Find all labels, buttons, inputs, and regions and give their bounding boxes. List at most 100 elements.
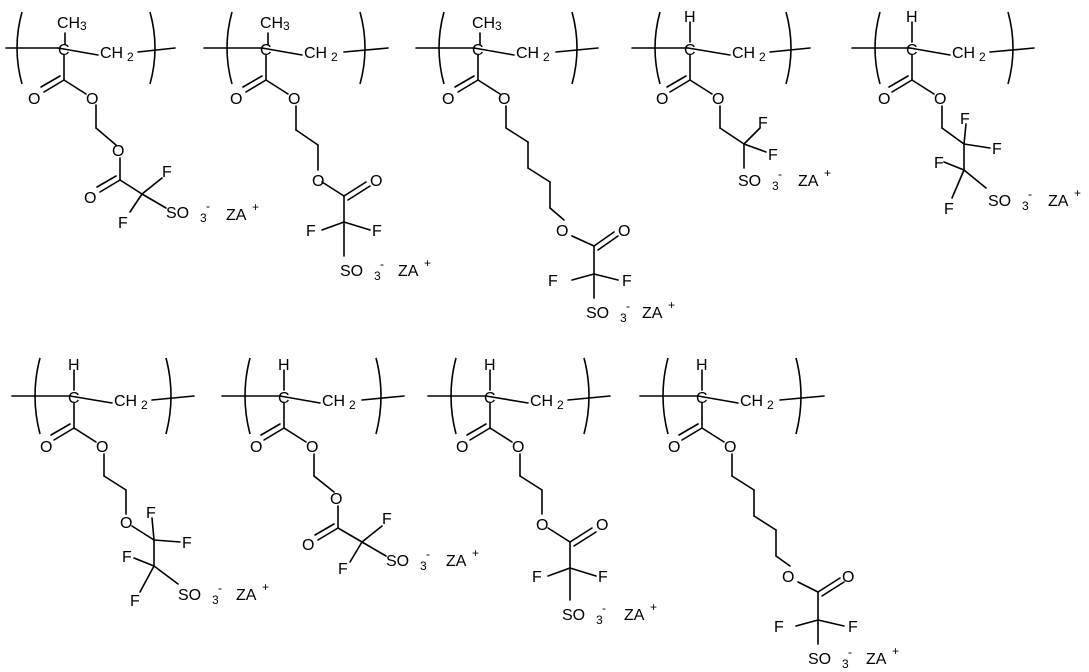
svg-text:+: + [892,644,899,658]
label-c-1: C [58,42,70,59]
svg-text:O: O [596,517,608,534]
svg-text:O: O [96,439,108,456]
svg-text:3: 3 [596,613,603,627]
svg-text:C: C [696,390,708,407]
svg-text:3: 3 [283,19,290,33]
svg-text:3: 3 [80,19,87,33]
svg-text:+: + [668,298,675,312]
svg-text:+: + [472,546,479,560]
structure-5: H C CH O O F F F F SO - ZA + [852,9,1081,218]
svg-text:O: O [288,91,300,108]
svg-text:O: O [40,439,52,456]
svg-text:F: F [934,155,944,172]
svg-text:3: 3 [200,211,207,225]
svg-text:ZA: ZA [866,651,887,668]
label-o-1d: O [84,190,96,207]
label-o-1b: O [86,91,98,108]
svg-text:C: C [684,42,696,59]
svg-text:F: F [960,111,970,128]
svg-text:O: O [498,91,510,108]
svg-text:O: O [556,223,568,240]
svg-text:O: O [878,91,890,108]
svg-text:SO: SO [562,607,585,624]
bond-1-f2 [130,194,142,212]
structure-8: H C CH O O O O F F SO - ZA + [428,357,657,624]
svg-text:SO: SO [586,305,609,322]
svg-text:+: + [424,256,431,270]
svg-text:ZA: ZA [642,305,663,322]
svg-text:SO: SO [386,553,409,570]
svg-text:O: O [250,439,262,456]
bond-1-co1 [44,80,64,92]
svg-text:CH: CH [530,393,553,410]
svg-text:2: 2 [141,398,148,412]
svg-text:O: O [370,173,382,190]
svg-text:CH: CH [114,393,137,410]
label-za-1: ZA [226,207,247,224]
svg-text:CH: CH [472,15,495,32]
svg-text:ZA: ZA [398,263,419,280]
bond-1-co2 [41,76,60,87]
bond-1-ccf [120,180,142,194]
svg-text:2: 2 [543,50,550,64]
svg-text:ZA: ZA [446,553,467,570]
paren-right-2 [360,12,365,84]
svg-text:ZA: ZA [236,587,257,604]
label-o-1a: O [28,91,40,108]
svg-text:F: F [848,619,858,636]
svg-text:O: O [724,439,736,456]
svg-text:CH: CH [260,15,283,32]
svg-text:O: O [782,569,794,586]
bond-1-s [142,194,166,208]
svg-text:O: O [656,91,668,108]
svg-text:H: H [484,357,496,374]
svg-text:2: 2 [349,398,356,412]
svg-text:2: 2 [127,50,134,64]
svg-text:CH: CH [732,45,755,62]
svg-text:SO: SO [988,193,1011,210]
svg-text:3: 3 [842,657,849,671]
bond-1-co4 [97,176,116,187]
svg-text:O: O [668,439,680,456]
bond-1-co3 [100,180,120,192]
bond-1c [138,48,175,52]
structure-2: CH C CH O O O O F F SO - ZA + [204,12,431,280]
svg-text:3: 3 [495,19,502,33]
svg-text:CH: CH [516,45,539,62]
structure-1: CH C CH O O O O F F SO - ZA + [6,12,259,232]
svg-text:F: F [382,511,392,528]
label-ch2-1: CH [100,45,123,62]
svg-text:C: C [906,42,918,59]
svg-text:F: F [758,115,768,132]
svg-text:O: O [536,517,548,534]
svg-text:ZA: ZA [798,173,819,190]
svg-text:+: + [650,600,657,614]
svg-text:O: O [120,515,132,532]
paren-right-1 [150,12,155,84]
svg-text:O: O [456,439,468,456]
svg-text:F: F [774,619,784,636]
svg-text:H: H [684,9,696,26]
svg-text:F: F [182,535,192,552]
svg-text:CH: CH [322,393,345,410]
svg-text:SO: SO [738,173,761,190]
svg-text:C: C [68,390,80,407]
svg-text:F: F [372,223,382,240]
svg-text:F: F [548,273,558,290]
svg-text:F: F [768,147,778,164]
svg-text:H: H [68,357,80,374]
svg-text:2: 2 [979,50,986,64]
svg-text:H: H [278,357,290,374]
svg-text:CH: CH [952,45,975,62]
bond-1-f1 [142,178,162,194]
svg-text:+: + [824,166,831,180]
svg-text:O: O [442,91,454,108]
svg-text:+: + [1074,186,1081,200]
svg-text:O: O [618,223,630,240]
svg-text:O: O [512,439,524,456]
svg-text:C: C [278,390,290,407]
label-me-1: CH [57,15,80,32]
svg-text:CH: CH [740,393,763,410]
